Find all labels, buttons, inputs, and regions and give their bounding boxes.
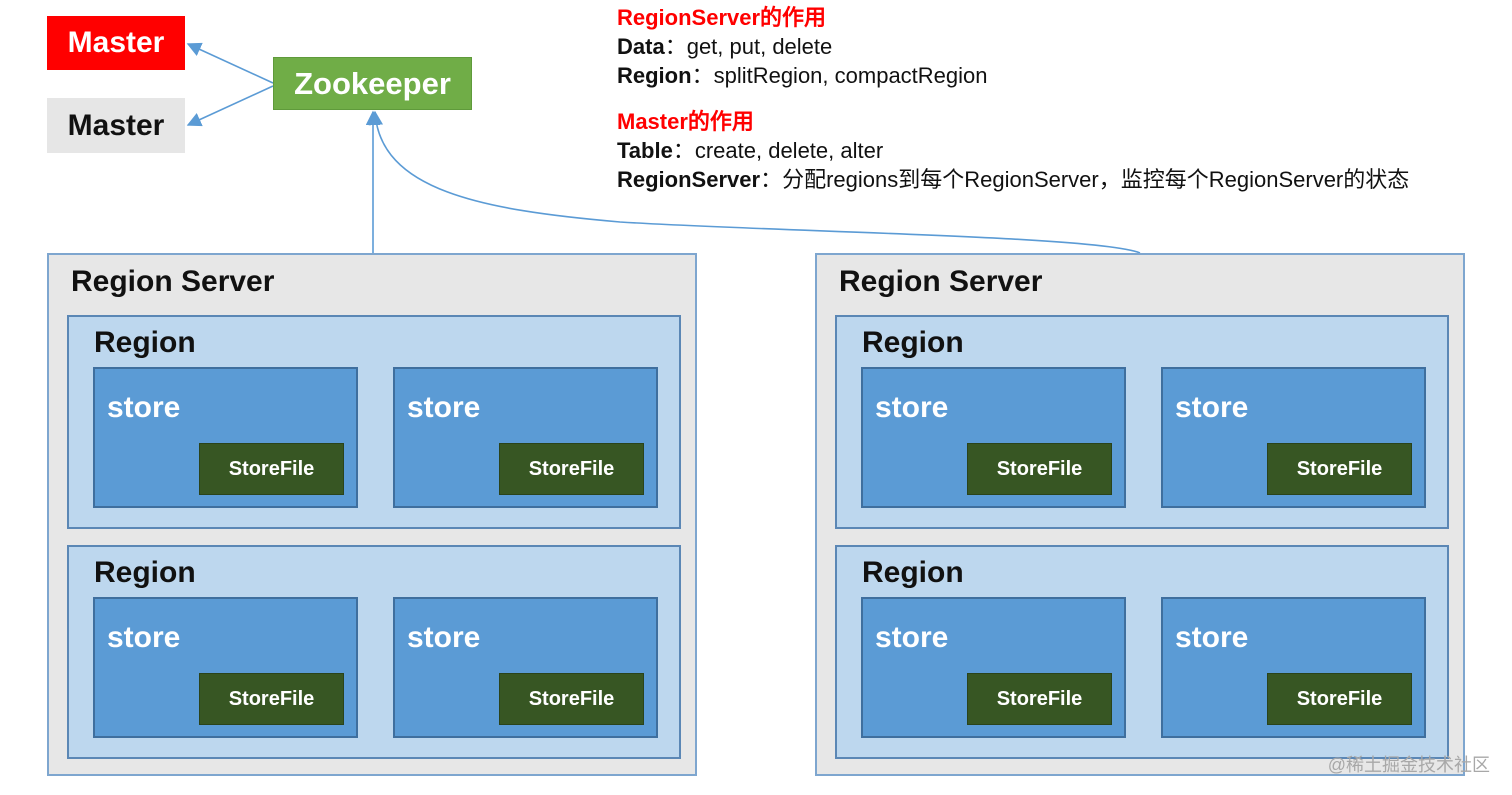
store-box: store StoreFile — [393, 367, 658, 508]
store-box: store StoreFile — [861, 597, 1126, 738]
note-value: splitRegion, compactRegion — [713, 63, 988, 88]
store-label: store — [107, 391, 181, 424]
storefile-box: StoreFile — [1267, 673, 1412, 725]
storefile-box: StoreFile — [199, 673, 344, 725]
store-box: store StoreFile — [1161, 597, 1426, 738]
store-box: store StoreFile — [93, 367, 358, 508]
master-role-title: Master的作用 — [617, 109, 754, 134]
zookeeper-node: Zookeeper — [273, 57, 472, 110]
regionserver-role-notes: RegionServer的作用 Data：get, put, delete Re… — [617, 3, 988, 90]
region-title: Region — [862, 326, 964, 359]
region-box: Region store StoreFile store StoreFile — [67, 315, 681, 529]
note-sep: ： — [672, 138, 695, 163]
storefile-box: StoreFile — [499, 673, 644, 725]
zookeeper-to-master-active-arrow — [186, 42, 274, 84]
region-server-right: Region Server Region store StoreFile sto… — [815, 253, 1465, 776]
regionserver-right-to-zookeeper-arrow — [368, 110, 1141, 254]
store-label: store — [1175, 391, 1249, 424]
note-key: Data — [617, 34, 665, 59]
region-box: Region store StoreFile store StoreFile — [835, 545, 1449, 759]
region-title: Region — [94, 556, 196, 589]
watermark: @稀土掘金技术社区 — [1327, 755, 1490, 775]
store-box: store StoreFile — [1161, 367, 1426, 508]
region-title: Region — [862, 556, 964, 589]
master-active-node: Master — [47, 16, 185, 70]
storefile-box: StoreFile — [967, 443, 1112, 495]
master-role-notes: Master的作用 Table：create, delete, alter Re… — [617, 107, 1409, 194]
note-line: Region：splitRegion, compactRegion — [617, 61, 988, 90]
region-box: Region store StoreFile store StoreFile — [835, 315, 1449, 529]
note-value: create, delete, alter — [694, 138, 884, 163]
store-label: store — [875, 621, 949, 654]
zookeeper-to-master-standby-arrow — [186, 85, 274, 127]
master-standby-node: Master — [47, 98, 185, 153]
note-key: RegionServer — [617, 167, 761, 192]
store-label: store — [875, 391, 949, 424]
store-label: store — [407, 391, 481, 424]
store-label: store — [107, 621, 181, 654]
note-sep: ： — [664, 34, 687, 59]
storefile-box: StoreFile — [199, 443, 344, 495]
note-sep: ： — [760, 167, 783, 192]
note-sep: ： — [691, 63, 714, 88]
storefile-box: StoreFile — [967, 673, 1112, 725]
note-key: Table — [617, 138, 673, 163]
note-value: 分配regions到每个RegionServer，监控每个RegionServe… — [782, 167, 1410, 192]
storefile-box: StoreFile — [499, 443, 644, 495]
region-server-title: Region Server — [839, 265, 1043, 298]
store-box: store StoreFile — [393, 597, 658, 738]
note-key: Region — [617, 63, 692, 88]
note-line: Table：create, delete, alter — [617, 136, 1409, 165]
regionserver-role-title: RegionServer的作用 — [617, 5, 827, 30]
store-box: store StoreFile — [861, 367, 1126, 508]
note-value: get, put, delete — [686, 34, 833, 59]
region-server-title: Region Server — [71, 265, 275, 298]
region-server-left: Region Server Region store StoreFile sto… — [47, 253, 697, 776]
store-label: store — [1175, 621, 1249, 654]
note-line: Data：get, put, delete — [617, 32, 988, 61]
storefile-box: StoreFile — [1267, 443, 1412, 495]
region-box: Region store StoreFile store StoreFile — [67, 545, 681, 759]
note-line: RegionServer：分配regions到每个RegionServer，监控… — [617, 165, 1409, 194]
store-box: store StoreFile — [93, 597, 358, 738]
store-label: store — [407, 621, 481, 654]
region-title: Region — [94, 326, 196, 359]
